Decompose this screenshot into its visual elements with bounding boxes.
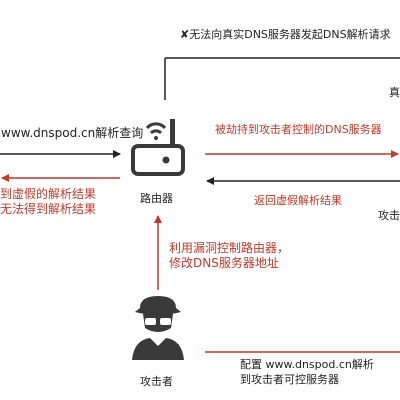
hacker-icon — [132, 296, 184, 360]
fake-result-label-2: 无法得到解析结果 — [0, 202, 97, 216]
top-blocked-note: ✘无法向真实DNS服务器发起DNS解析请求 — [180, 28, 391, 42]
hijacked-label: 被劫持到攻击者控制的DNS服务器 — [215, 123, 382, 136]
router-label: 路由器 — [140, 192, 173, 205]
attacker-dns-label-cut: 攻击 — [378, 209, 400, 222]
router-icon — [131, 119, 185, 176]
top-note-text: 无法向真实DNS服务器发起DNS解析请求 — [189, 28, 391, 41]
exploit-label-2: 修改DNS服务器地址 — [169, 256, 279, 270]
exploit-label-1: 利用漏洞控制路由器， — [169, 241, 290, 255]
config-label-2: 到攻击者可控服务器 — [240, 373, 339, 386]
real-dns-label-cut: 真 — [389, 86, 400, 99]
return-fake-label: 返回虚假解析结果 — [254, 194, 342, 207]
attacker-label: 攻击者 — [140, 375, 173, 388]
config-label-1: 配置 www.dnspod.cn解析 — [240, 358, 374, 371]
query-label: www.dnspod.cn解析查询 — [1, 126, 144, 140]
fake-result-label-1: 到虚假的解析结果 — [0, 187, 97, 201]
blocked-x-icon: ✘ — [180, 28, 190, 41]
